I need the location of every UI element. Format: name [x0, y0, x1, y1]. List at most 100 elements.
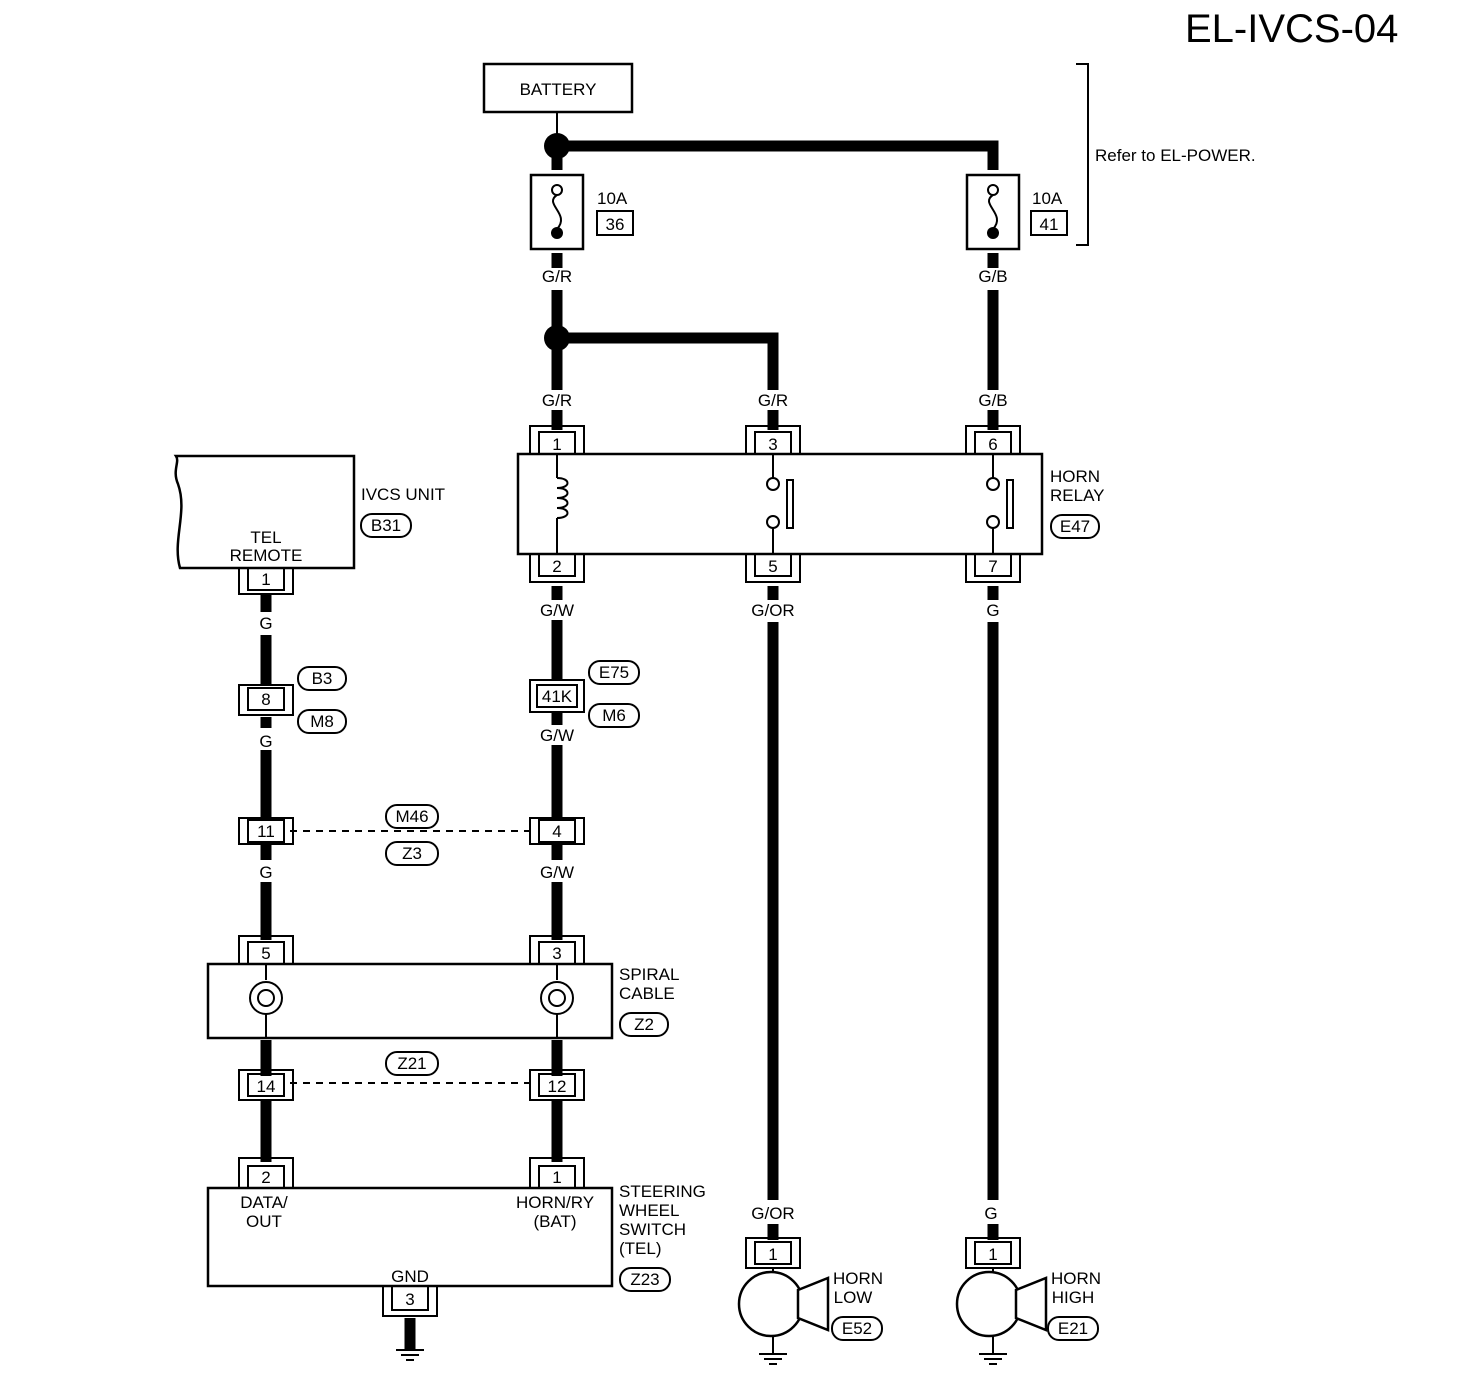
- horn-high-label-2: HIGH: [1052, 1288, 1095, 1307]
- ivcs-term-2: REMOTE: [230, 546, 303, 565]
- spiral-cable-label-1: SPIRAL: [619, 965, 679, 984]
- ground-symbol-horn-high: [979, 1353, 1007, 1365]
- svg-text:14: 14: [257, 1077, 276, 1096]
- connector-m6: M6: [602, 706, 626, 725]
- horn-high-label-1: HORN: [1051, 1269, 1101, 1288]
- steering-term-gnd: GND: [391, 1267, 429, 1286]
- svg-text:7: 7: [988, 557, 997, 576]
- wire-color-gr-2: G/R: [542, 391, 572, 410]
- wire-color-gb-1: G/B: [978, 267, 1007, 286]
- horn-relay-label-2: RELAY: [1050, 486, 1105, 505]
- steering-label-4: (TEL): [619, 1239, 662, 1258]
- svg-text:1: 1: [768, 1245, 777, 1264]
- svg-text:4: 4: [552, 822, 561, 841]
- ivcs-unit: TEL REMOTE IVCS UNIT B31 1: [173, 454, 445, 595]
- relay-pin-7: 7: [965, 553, 1021, 583]
- svg-text:1: 1: [988, 1245, 997, 1264]
- wire-color-gw-2: G/W: [540, 726, 574, 745]
- relay-pin-2: 2: [529, 553, 585, 583]
- fuse-41-number: 41: [1040, 215, 1059, 234]
- steering-term-horn-2: (BAT): [533, 1212, 576, 1231]
- refer-note: Refer to EL-POWER.: [1095, 146, 1256, 165]
- horn-high: 1 HORN HIGH E21: [955, 1237, 1101, 1341]
- ivcs-term-1: TEL: [250, 528, 281, 547]
- spiral-cable-label-2: CABLE: [619, 984, 675, 1003]
- joint-connector-e75-m6: 41K E75 M6: [529, 660, 640, 728]
- joint-connector-m46-z3: 11 4 M46 Z3: [238, 804, 585, 866]
- wire-color-g-1: G: [986, 601, 999, 620]
- spiral-cable: 5 3 SPIRAL CABLE Z2: [206, 935, 679, 1040]
- ivcs-unit-label: IVCS UNIT: [361, 485, 445, 504]
- horn-low: 1 HORN LOW E52: [737, 1237, 883, 1341]
- relay-pin-3: 3: [745, 425, 801, 455]
- horn-relay-label-1: HORN: [1050, 467, 1100, 486]
- splice-dot-top: [544, 133, 570, 159]
- wire-color-gr-3: G/R: [758, 391, 788, 410]
- svg-text:1: 1: [552, 1168, 561, 1187]
- ivcs-unit-connector: B31: [371, 516, 401, 535]
- wire-color-gb-2: G/B: [978, 391, 1007, 410]
- svg-text:41K: 41K: [542, 687, 573, 706]
- fuse-41: 10A 41: [965, 173, 1068, 251]
- horn-low-label-2: LOW: [834, 1288, 873, 1307]
- steering-term-horn-1: HORN/RY: [516, 1193, 594, 1212]
- fuse-41-rating: 10A: [1032, 189, 1063, 208]
- spiral-cable-connector: Z2: [634, 1015, 654, 1034]
- horn-relay-connector: E47: [1060, 517, 1090, 536]
- svg-text:1: 1: [552, 435, 561, 454]
- svg-text:6: 6: [988, 435, 997, 454]
- svg-text:5: 5: [261, 944, 270, 963]
- fuse-36-rating: 10A: [597, 189, 628, 208]
- relay-pin-6: 6: [965, 425, 1021, 455]
- wire-color-gw-3: G/W: [540, 863, 574, 882]
- wire-color-gw-1: G/W: [540, 601, 574, 620]
- steering-label-2: WHEEL: [619, 1201, 679, 1220]
- svg-text:3: 3: [405, 1290, 414, 1309]
- joint-connector-b3-m8: 8 B3 M8: [238, 666, 347, 734]
- connector-b3: B3: [312, 669, 333, 688]
- wire-color-g-4: G: [259, 863, 272, 882]
- ivcs-pin-1: 1: [261, 570, 270, 589]
- wire-color-g-5: G: [984, 1204, 997, 1223]
- wires: [260, 112, 999, 1354]
- wire-color-gor-1: G/OR: [751, 601, 794, 620]
- svg-text:2: 2: [261, 1168, 270, 1187]
- connector-m46: M46: [395, 807, 428, 826]
- battery-label: BATTERY: [520, 80, 597, 99]
- joint-connector-z21: 14 12 Z21: [238, 1051, 585, 1101]
- fuse-36-number: 36: [606, 215, 625, 234]
- horn-high-connector: E21: [1058, 1319, 1088, 1338]
- ground-symbol-steering: [396, 1349, 424, 1361]
- fuse-36: 10A 36: [529, 173, 634, 251]
- wire-color-g-3: G: [259, 732, 272, 751]
- wire-color-gor-2: G/OR: [751, 1204, 794, 1223]
- wire-color-g-2: G: [259, 614, 272, 633]
- horn-low-connector: E52: [842, 1319, 872, 1338]
- svg-text:12: 12: [548, 1077, 567, 1096]
- connector-e75: E75: [599, 663, 629, 682]
- horn-low-label-1: HORN: [833, 1269, 883, 1288]
- steering-wheel-switch: 2 1 DATA/ OUT HORN/RY (BAT) GND STEERING…: [206, 1157, 706, 1317]
- svg-text:3: 3: [768, 435, 777, 454]
- wire-color-gr-1: G/R: [542, 267, 572, 286]
- connector-m8: M8: [310, 712, 334, 731]
- svg-text:2: 2: [552, 557, 561, 576]
- wire-color-labels: G/R G/B G/R G/R G/B G/W G/OR G G/W G/W G…: [259, 267, 1007, 1223]
- steering-term-data-1: DATA/: [240, 1193, 288, 1212]
- relay-pin-1: 1: [529, 425, 585, 455]
- battery-box: BATTERY: [482, 62, 634, 114]
- relay-pin-5: 5: [745, 553, 801, 583]
- ground-symbol-horn-low: [759, 1353, 787, 1365]
- svg-text:3: 3: [552, 944, 561, 963]
- splice-dot-middle: [544, 325, 570, 351]
- svg-text:5: 5: [768, 557, 777, 576]
- horn-relay: 1 3 6 2: [516, 425, 1105, 583]
- svg-text:11: 11: [257, 822, 275, 841]
- steering-connector: Z23: [630, 1270, 659, 1289]
- svg-text:8: 8: [261, 690, 270, 709]
- page-code: EL-IVCS-04: [1185, 7, 1398, 51]
- connector-z3: Z3: [402, 844, 422, 863]
- refer-bracket: [1076, 63, 1089, 246]
- steering-label-3: SWITCH: [619, 1220, 686, 1239]
